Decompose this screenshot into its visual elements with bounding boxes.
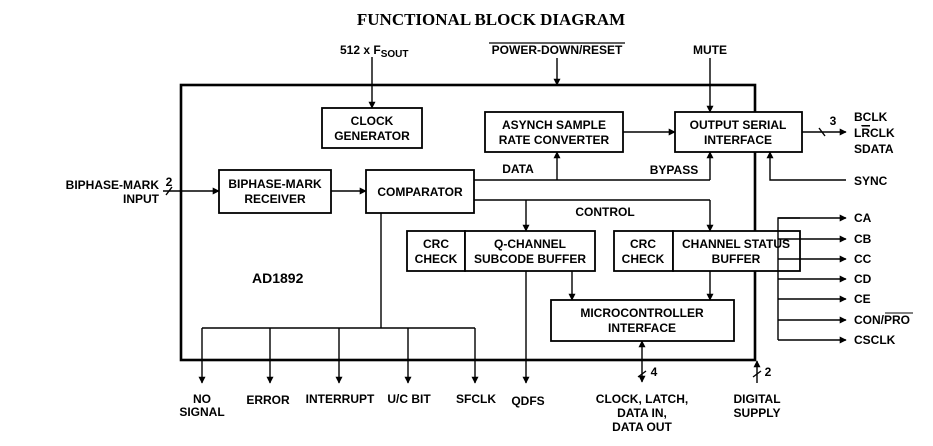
asynch-src-line1: ASYNCH SAMPLE xyxy=(502,118,606,132)
ce-label: CE xyxy=(854,292,871,306)
microcontroller-line2: INTERFACE xyxy=(608,321,676,335)
digital-supply-count: 2 xyxy=(765,365,772,379)
no-signal-label-line1: NO xyxy=(193,392,211,406)
cc-label: CC xyxy=(854,252,872,266)
micro-io-label-line2: DATA IN, xyxy=(617,406,667,420)
biphase-input-slash xyxy=(165,186,173,196)
q-channel-line1: Q-CHANNEL xyxy=(494,237,566,251)
uc-bit-label: U/C BIT xyxy=(387,392,431,406)
biphase-input-count: 2 xyxy=(166,175,173,189)
sdata-label: SDATA xyxy=(854,142,894,156)
biphase-receiver-line2: RECEIVER xyxy=(244,192,306,206)
sync-line xyxy=(766,151,846,181)
fsout-label: 512 x FSOUT xyxy=(340,43,408,60)
power-down-reset-label: POWER-DOWN/RESET xyxy=(492,43,623,57)
clock-generator-block: CLOCK GENERATOR xyxy=(321,107,423,149)
no-signal-label-line2: SIGNAL xyxy=(179,405,224,419)
bypass-label: BYPASS xyxy=(650,163,698,177)
crc-check-q-line1: CRC xyxy=(423,237,449,251)
serial-out-count: 3 xyxy=(830,114,837,128)
cd-label: CD xyxy=(854,272,872,286)
biphase-receiver-block: BIPHASE-MARK RECEIVER xyxy=(218,169,332,214)
digital-supply-label-line1: DIGITAL xyxy=(733,392,780,406)
output-serial-line1: OUTPUT SERIAL xyxy=(690,118,787,132)
asynch-src-block: ASYNCH SAMPLE RATE CONVERTER xyxy=(484,111,624,153)
digital-supply-label-line2: SUPPLY xyxy=(734,406,781,420)
error-label: ERROR xyxy=(246,393,290,407)
biphase-receiver-line1: BIPHASE-MARK xyxy=(228,177,322,191)
output-serial-line2: INTERFACE xyxy=(704,133,772,147)
digital-supply-slash xyxy=(752,370,762,378)
micro-io-slash xyxy=(637,370,647,378)
con-pro-label: CON/PRO xyxy=(854,313,910,327)
crc-check-cs-line2: CHECK xyxy=(622,252,665,266)
data-label: DATA xyxy=(502,162,534,176)
biphase-input-label-line2: INPUT xyxy=(123,192,160,206)
channel-status-line2: BUFFER xyxy=(712,252,761,266)
sfclk-label: SFCLK xyxy=(456,392,496,406)
channel-status-buffer-block: CHANNEL STATUS BUFFER xyxy=(672,230,801,272)
csclk-label: CSCLK xyxy=(854,333,896,347)
output-serial-interface-block: OUTPUT SERIAL INTERFACE xyxy=(674,111,803,153)
asynch-src-line2: RATE CONVERTER xyxy=(499,133,610,147)
comparator-label: COMPARATOR xyxy=(377,185,463,199)
clock-generator-line1: CLOCK xyxy=(351,114,394,128)
micro-io-label-line1: CLOCK, LATCH, xyxy=(596,392,688,406)
qdfs-label: QDFS xyxy=(511,394,544,408)
cb-label: CB xyxy=(854,232,872,246)
control-label: CONTROL xyxy=(575,205,634,219)
chip-name: AD1892 xyxy=(252,270,304,286)
channel-status-line1: CHANNEL STATUS xyxy=(682,237,790,251)
microcontroller-line1: MICROCONTROLLER xyxy=(580,306,704,320)
q-channel-line2: SUBCODE BUFFER xyxy=(474,252,586,266)
crc-check-cs-line1: CRC xyxy=(630,237,656,251)
ca-label: CA xyxy=(854,211,872,225)
crc-check-q-line2: CHECK xyxy=(415,252,458,266)
serial-out-slash xyxy=(818,127,826,137)
crc-check-cs-block: CRC CHECK xyxy=(613,230,674,272)
micro-io-count: 4 xyxy=(651,365,658,379)
chip-outline xyxy=(179,83,757,362)
interrupt-label: INTERRUPT xyxy=(306,392,375,406)
diagram-title: FUNCTIONAL BLOCK DIAGRAM xyxy=(357,10,625,29)
bclk-label: BCLK xyxy=(854,110,888,124)
biphase-input-label-line1: BIPHASE-MARK xyxy=(66,178,160,192)
q-channel-buffer-block: Q-CHANNEL SUBCODE BUFFER xyxy=(464,230,596,272)
micro-io-label-line3: DATA OUT xyxy=(612,420,672,434)
crc-check-q-block: CRC CHECK xyxy=(406,230,466,272)
lrclk-label: LRCLK xyxy=(854,126,895,140)
mute-label: MUTE xyxy=(693,43,727,57)
comparator-block: COMPARATOR xyxy=(365,169,475,214)
sync-label: SYNC xyxy=(854,174,888,188)
microcontroller-interface-block: MICROCONTROLLER INTERFACE xyxy=(550,299,735,342)
clock-generator-line2: GENERATOR xyxy=(334,129,410,143)
